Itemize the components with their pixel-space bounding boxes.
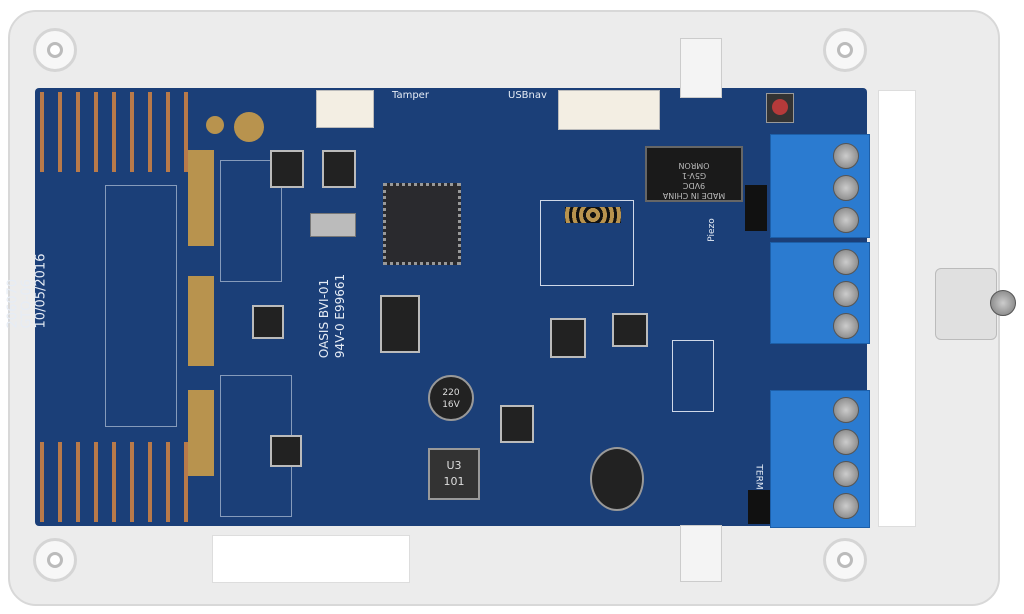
relay-text: G5V-1 xyxy=(681,171,707,180)
dip-footprint xyxy=(672,340,714,412)
ic xyxy=(322,150,356,188)
terminal-block[interactable] xyxy=(770,134,870,238)
inductor-value: 101 xyxy=(443,475,465,488)
inductor-ref: U3 xyxy=(446,459,462,472)
piezo-label: Piezo xyxy=(706,218,717,242)
usb-connector xyxy=(558,90,660,130)
antenna-coil xyxy=(40,442,190,522)
ic xyxy=(500,405,534,443)
gold-pad xyxy=(188,390,214,476)
tamper-label: Tamper xyxy=(392,90,429,101)
rf-circuit xyxy=(220,160,282,282)
case-clip xyxy=(680,38,722,98)
screw xyxy=(990,290,1016,316)
mounting-hole xyxy=(33,28,77,72)
terminal-block[interactable] xyxy=(770,242,870,344)
antenna-coil xyxy=(40,92,190,172)
capacitor-voltage: 16V xyxy=(442,400,460,410)
crystal xyxy=(310,213,356,237)
gold-pad xyxy=(188,276,214,366)
inductor: U3 101 xyxy=(428,448,480,500)
case-slot xyxy=(878,90,916,527)
contact-pad xyxy=(234,112,264,142)
relay-text: MADE IN CHINA xyxy=(662,191,726,200)
ic xyxy=(252,305,284,339)
ic xyxy=(550,318,586,358)
relay: MADE IN CHINA 9VDC G5V-1 OMRON xyxy=(645,146,743,202)
rating-text: 94V-0 E99661 xyxy=(333,273,348,359)
electrolytic-capacitor: 220 16V xyxy=(428,375,474,421)
tamper-connector xyxy=(316,90,374,128)
term-label: TERM xyxy=(753,464,764,490)
terminal-block[interactable] xyxy=(770,390,870,528)
rf-circuit xyxy=(105,185,177,427)
capacitor-value: 220 xyxy=(442,388,460,398)
case-clip xyxy=(680,525,722,582)
antenna-pad xyxy=(206,116,224,134)
ic xyxy=(270,435,302,467)
board-id-label: 206070 GTO-06 10/05/2016 xyxy=(5,253,49,329)
jumper-header[interactable] xyxy=(745,185,767,231)
mounting-hole xyxy=(823,28,867,72)
ic xyxy=(612,313,648,347)
electrolytic-capacitor xyxy=(590,447,644,511)
mounting-hole xyxy=(823,538,867,582)
buzzer-footprint xyxy=(540,200,634,286)
usb-label: USBnav xyxy=(508,90,547,101)
relay-brand: OMRON xyxy=(678,161,710,170)
manufacturer-text: OASIS BVI-01 xyxy=(317,278,332,359)
jumper-header[interactable] xyxy=(748,490,770,524)
mounting-hole xyxy=(33,538,77,582)
manufacturer-label: OASIS BVI-01 94V-0 E99661 xyxy=(316,274,348,358)
microcontroller xyxy=(383,183,461,265)
ic xyxy=(270,150,304,188)
board-number: 206070 xyxy=(5,278,21,329)
ic xyxy=(380,295,420,353)
board-model: GTO-06 xyxy=(19,279,35,329)
board-date: 10/05/2016 xyxy=(33,253,49,329)
reset-button[interactable] xyxy=(766,93,794,123)
relay-text: 9VDC xyxy=(682,181,706,190)
gold-pad xyxy=(188,150,214,246)
case-slot xyxy=(212,535,410,583)
latch xyxy=(935,268,997,340)
